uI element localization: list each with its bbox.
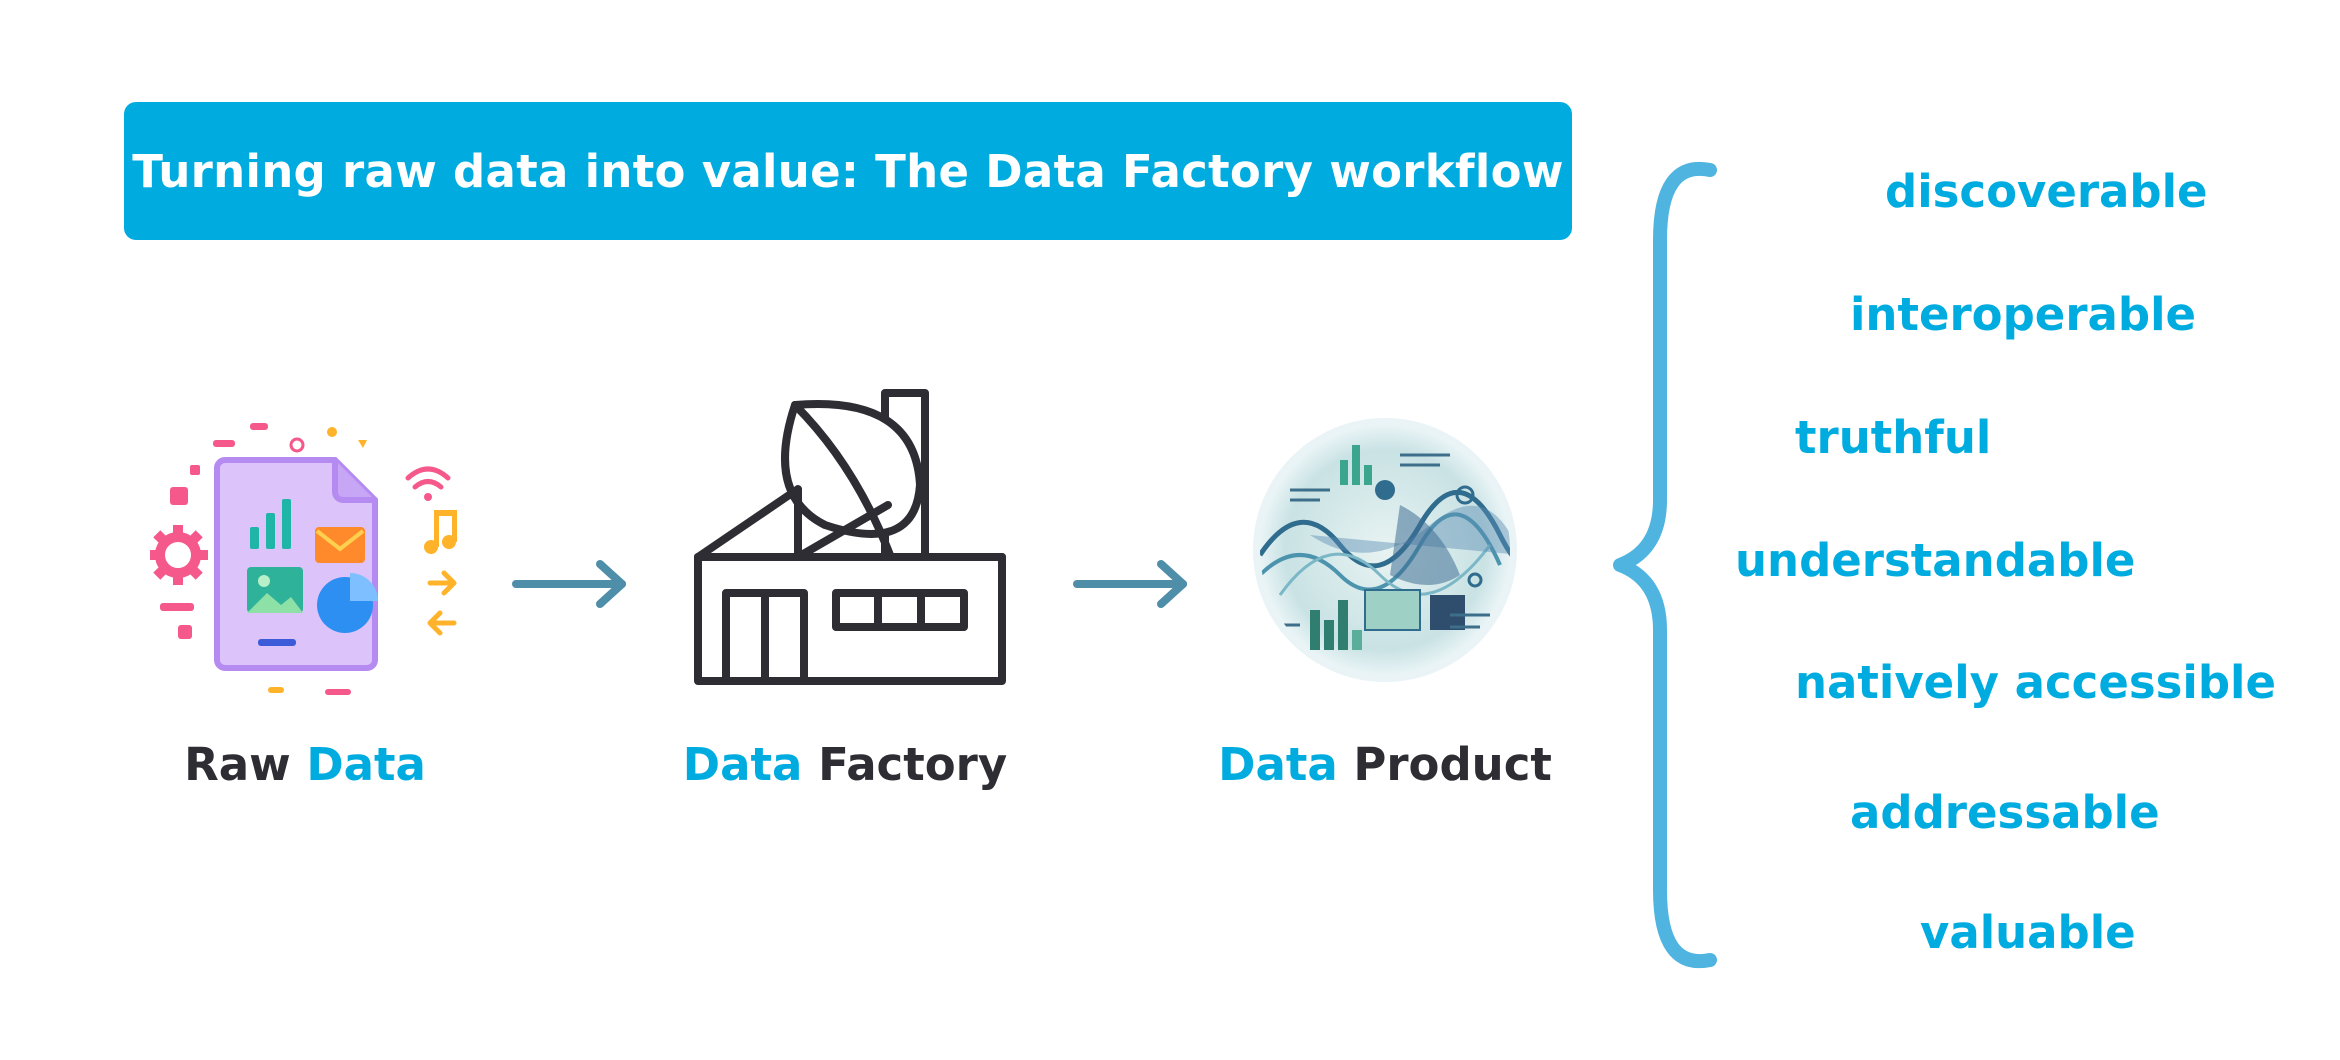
diagram-title: Turning raw data into value: The Data Fa… [132,144,1564,198]
property-valuable: valuable [1920,906,2136,959]
data-product-image [1250,415,1520,685]
property-addressable: addressable [1850,786,2160,839]
property-natively-accessible: natively accessible [1795,656,2277,709]
title-banner: Turning raw data into value: The Data Fa… [124,102,1572,240]
curly-brace-icon [1600,150,1720,980]
arrow-right-icon [512,558,632,614]
factory-icon [690,385,1010,685]
stage-label-data-product: Data Product [1218,738,1552,791]
arrow-right-icon [1073,558,1193,614]
property-interoperable: interoperable [1850,288,2197,341]
stage-label-raw-data: Raw Data [184,738,426,791]
stage-label-data-factory: Data Factory [682,738,1008,791]
property-discoverable: discoverable [1885,165,2208,218]
property-truthful: truthful [1795,411,1992,464]
raw-data-icon [148,415,470,705]
property-understandable: understandable [1735,534,2136,587]
